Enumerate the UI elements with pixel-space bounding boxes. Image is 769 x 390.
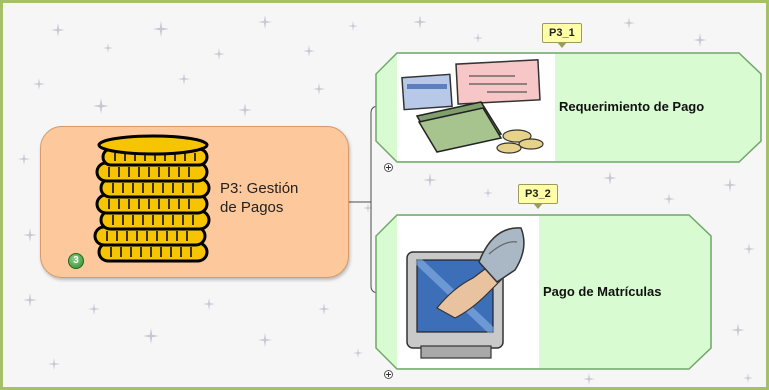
subtopic-label: Requerimiento de Pago xyxy=(559,99,705,114)
expand-toggle-icon[interactable] xyxy=(384,163,393,172)
expand-toggle-icon[interactable] xyxy=(384,370,393,379)
subtopic-requerimiento-de-pago[interactable]: Requerimiento de Pago xyxy=(375,52,763,163)
central-topic[interactable]: P3: Gestión de Pagos 3 xyxy=(40,126,349,278)
topic-tag-p3-1: P3_1 xyxy=(542,23,582,48)
subtopic-label: Pago de Matrículas xyxy=(543,284,662,299)
money-checks-icon xyxy=(401,59,544,154)
central-topic-title: P3: Gestión de Pagos xyxy=(220,180,299,216)
priority-badge: 3 xyxy=(68,253,84,269)
subtopic-pago-de-matriculas[interactable]: Pago de Matrículas xyxy=(375,214,713,370)
coins-stack-icon xyxy=(93,134,211,263)
computer-hand-money-icon xyxy=(406,227,525,359)
topic-tag-p3-2: P3_2 xyxy=(518,184,558,209)
